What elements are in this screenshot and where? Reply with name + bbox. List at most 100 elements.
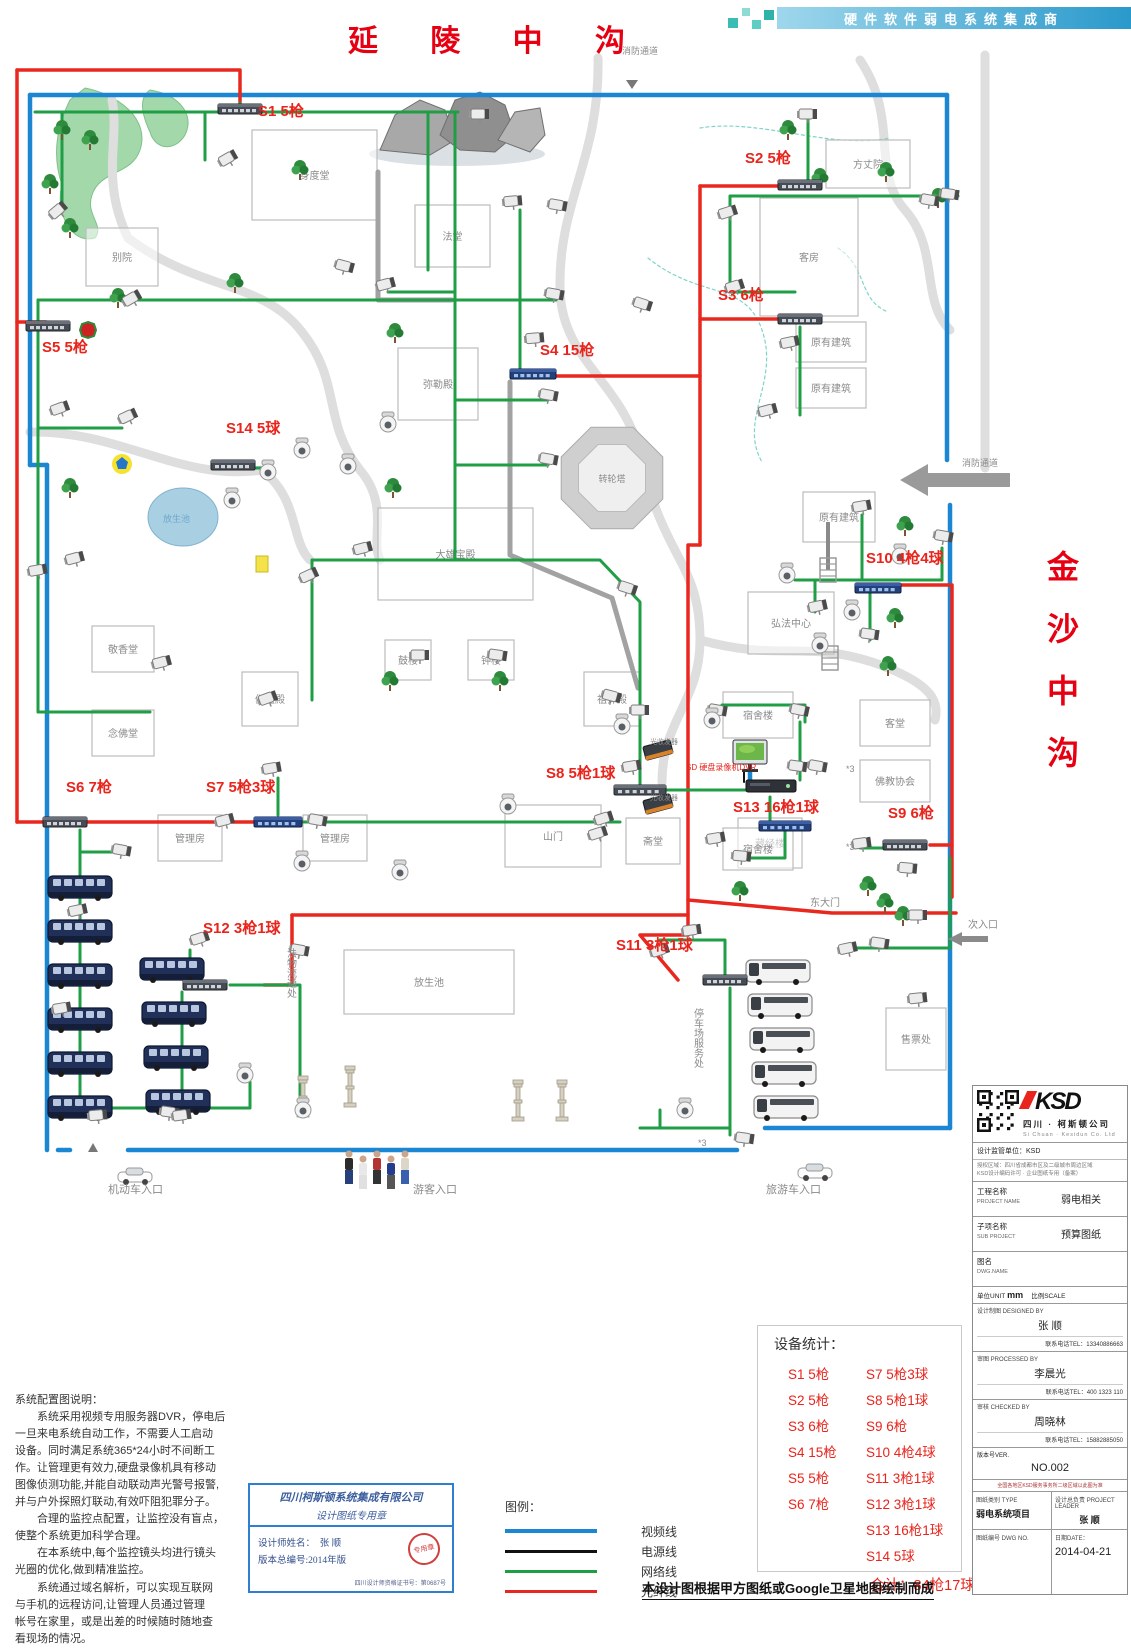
stone-pillar-icon xyxy=(556,1080,568,1121)
map-label: 原有建筑 xyxy=(819,511,859,524)
station-label-S6: S6 7枪 xyxy=(66,778,112,796)
bullet-camera-icon xyxy=(836,941,858,959)
bullet-camera-icon xyxy=(858,628,880,645)
description-line: 作。让管理更有效力,硬盘录像机具有移动 xyxy=(15,1460,240,1477)
bullet-camera-icon xyxy=(260,762,282,779)
dome-camera-icon xyxy=(704,708,720,728)
bus-white-icon xyxy=(748,994,812,1019)
dome-camera-icon xyxy=(844,600,860,620)
map-label: 原有建筑 xyxy=(811,336,851,349)
switch-icon-S12 xyxy=(183,980,227,990)
switch-icon-S5 xyxy=(26,321,70,331)
version-row: 版本号VER. NO.002 xyxy=(973,1448,1127,1480)
fiber-line xyxy=(17,70,240,103)
yellow-marker xyxy=(256,556,268,572)
map-label: 客堂 xyxy=(885,717,905,730)
car-icon xyxy=(798,1164,832,1181)
dome-camera-icon xyxy=(380,412,396,432)
bus-dark-icon xyxy=(48,876,112,901)
bus-dark-icon xyxy=(48,964,112,989)
description-line: 使整个系统更加科学合理。 xyxy=(15,1528,240,1545)
dome-camera-icon xyxy=(294,438,310,458)
dome-camera-icon xyxy=(237,1063,253,1083)
station-label-S3: S3 6枪 xyxy=(718,286,764,304)
bullet-camera-icon xyxy=(297,567,321,588)
map-label: 旅游车入口 xyxy=(766,1182,821,1196)
banner-text: 硬件软件弱电系统集成商 xyxy=(844,9,1064,28)
network-line xyxy=(230,985,300,1115)
stats-item: S12 3枪1球 xyxy=(866,1492,943,1518)
description-line: 在本系统中,每个监控镜头均进行镜头 xyxy=(15,1545,240,1562)
bus-dark-icon xyxy=(48,1052,112,1077)
bullet-camera-icon xyxy=(351,541,374,560)
map-label: 放生池 xyxy=(414,976,444,989)
bullet-camera-icon xyxy=(87,1109,108,1125)
stats-item: S8 5枪1球 xyxy=(866,1388,943,1414)
dome-camera-icon xyxy=(340,454,356,474)
bus-dark-icon xyxy=(142,1002,206,1027)
station-label-S8: S8 5枪1球 xyxy=(546,764,616,782)
type-row: 图纸类别 TYPE 弱电系统项目 设计总负责 PROJECT LEADER 张 … xyxy=(973,1492,1127,1530)
person-icon xyxy=(401,1151,409,1185)
map-label: 机动车入口 xyxy=(108,1182,163,1196)
bullet-camera-icon xyxy=(896,862,917,878)
map-label: 佛教协会 xyxy=(875,775,915,788)
person-icon xyxy=(359,1156,367,1190)
map-label: 法堂 xyxy=(443,230,463,243)
arrow-icon xyxy=(626,80,638,89)
person-name: 张 顺 xyxy=(977,1318,1123,1333)
stats-title: 设备统计： xyxy=(774,1334,961,1354)
map-label: 斋堂 xyxy=(643,835,663,848)
station-label-S1: S1 5枪 xyxy=(258,102,304,120)
station-label-S12: S12 3枪1球 xyxy=(203,919,282,937)
map-label: 别院 xyxy=(112,251,132,264)
person-tel: 联系电话TEL：15882885050 xyxy=(977,1432,1123,1444)
stamp-company: 四川柯斯顿系统集成有限公司 xyxy=(250,1489,452,1505)
titleblock-field-value: 预算图纸 xyxy=(1035,1217,1127,1251)
description-line: 系统配置图说明： xyxy=(15,1392,240,1409)
design-stamp: 四川柯斯顿系统集成有限公司 设计图纸专用章 设计师姓名： 张 顺 版本总编号:2… xyxy=(248,1483,454,1593)
description-line: 系统通过域名解析，可以实现互联网 xyxy=(15,1580,240,1597)
date-row: 图纸编号 DWG NO. 日期DATE： 2014-04-21 xyxy=(973,1530,1127,1595)
dome-camera-icon xyxy=(614,714,630,734)
station-label-S5: S5 5枪 xyxy=(42,338,88,356)
description-line: 一旦来电系统自动工作，不需要人工启动 xyxy=(15,1426,240,1443)
map-label: 转轮塔 xyxy=(598,473,625,484)
tree-icon xyxy=(860,876,877,896)
stats-item: S11 3枪1球 xyxy=(866,1466,943,1492)
stats-item: S1 5枪 xyxy=(788,1362,866,1388)
stats-item: S3 6枪 xyxy=(788,1414,866,1440)
bullet-camera-icon xyxy=(907,992,928,1008)
switch-icon-S2 xyxy=(778,180,822,190)
stats-item: S6 7枪 xyxy=(788,1492,866,1518)
person-name: 李晨光 xyxy=(977,1366,1123,1381)
car-icon xyxy=(118,1168,152,1185)
tree-icon xyxy=(387,323,404,343)
description-line: 设备。同时满足系统365*24小时不间断工 xyxy=(15,1443,240,1460)
bus-white-icon xyxy=(746,960,810,985)
bullet-camera-icon xyxy=(537,388,559,405)
switch-icon-S3 xyxy=(778,314,822,324)
road xyxy=(262,470,310,560)
map-label: 东大门 xyxy=(810,896,840,909)
arrow-icon xyxy=(88,1143,98,1152)
titleblock-note: 全国各地区KSD服务事务所二级区域以此图为准 xyxy=(973,1480,1127,1492)
address-lines: 授权区域：四川省成都市区及二级城市周边区域 KSD设计编码许可 · 企业图纸专用… xyxy=(973,1160,1127,1182)
dome-camera-icon xyxy=(294,851,310,871)
arrow-icon xyxy=(900,464,1010,496)
pavilion-red-icon xyxy=(80,322,96,338)
bullet-camera-icon xyxy=(756,403,779,422)
station-label-S7: S7 5枪3球 xyxy=(206,778,276,796)
tree-icon xyxy=(897,516,914,536)
bus-dark-icon xyxy=(48,920,112,945)
bullet-camera-icon xyxy=(48,400,72,420)
bullet-camera-icon xyxy=(733,1132,755,1149)
stats-item: S2 5枪 xyxy=(788,1388,866,1414)
bullet-camera-icon xyxy=(786,760,808,777)
station-label-S14: S14 5球 xyxy=(226,419,281,437)
legend-label: 网络线 xyxy=(641,1563,677,1580)
stats-item: S5 5枪 xyxy=(788,1466,866,1492)
dome-camera-icon xyxy=(812,633,828,653)
